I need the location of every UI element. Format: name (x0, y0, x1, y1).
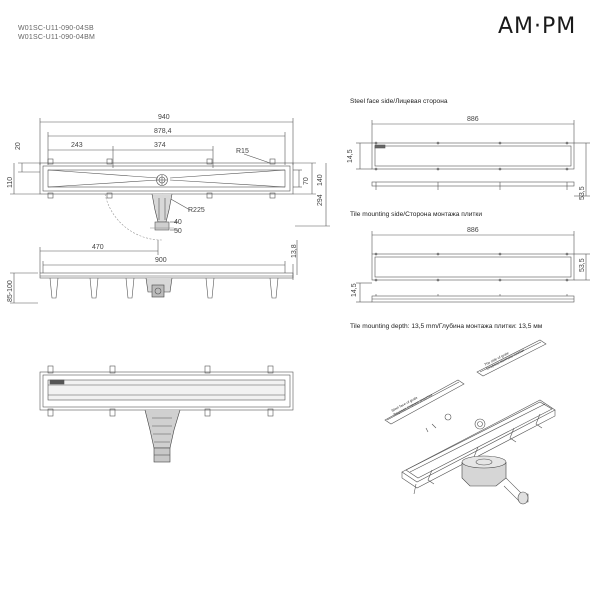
product-codes: W01SC-U11-090-04SB W01SC-U11-090-04BM (18, 24, 95, 42)
dim-878-4: 878,4 (154, 128, 172, 135)
product-code-sb: W01SC-U11-090-04SB (18, 25, 94, 32)
steel-face-dim-53-5: 53,5 (579, 186, 586, 200)
brand-logo-text: AM·PM (498, 14, 577, 39)
isometric-assembly (384, 339, 556, 505)
dim-13-8: 13,8 (291, 244, 298, 258)
dim-243: 243 (71, 142, 83, 149)
dim-374: 374 (154, 142, 166, 149)
dim-50: 50 (174, 228, 182, 235)
tile-side-dim-53-5: 53,5 (579, 258, 586, 272)
side-view (10, 240, 298, 304)
dim-940: 940 (158, 114, 170, 121)
tile-side-dim-14-5: 14,5 (351, 283, 358, 297)
dim-r225: R225 (188, 207, 205, 214)
tile-side-dim-886: 886 (467, 227, 479, 234)
steel-face-dim-886: 886 (467, 116, 479, 123)
tile-depth-title: Tile mounting depth: 13,5 mm/Глубина мон… (350, 322, 543, 330)
bottom-view (39, 365, 294, 463)
dim-470: 470 (92, 244, 104, 251)
steel-face-dim-14-5: 14,5 (347, 149, 354, 163)
dim-r15: R15 (236, 148, 249, 155)
dim-140: 140 (317, 174, 324, 186)
tile-side-title: Tile mounting side/Сторона монтажа плитк… (350, 211, 482, 218)
dim-294: 294 (317, 194, 324, 206)
dim-70: 70 (303, 177, 310, 185)
dim-110: 110 (7, 177, 14, 188)
front-view (10, 118, 330, 273)
dim-40: 40 (174, 219, 182, 226)
dim-20: 20 (15, 142, 22, 150)
dim-900: 900 (155, 257, 167, 264)
brand-logo: AM·PM (498, 14, 576, 39)
tile-side-view (356, 231, 590, 303)
dim-85-100: 85-100 (7, 280, 14, 302)
steel-face-view (356, 120, 590, 197)
product-code-bm: W01SC-U11-090-04BM (18, 34, 95, 41)
steel-face-title: Steel face side/Лицевая сторона (350, 98, 448, 105)
